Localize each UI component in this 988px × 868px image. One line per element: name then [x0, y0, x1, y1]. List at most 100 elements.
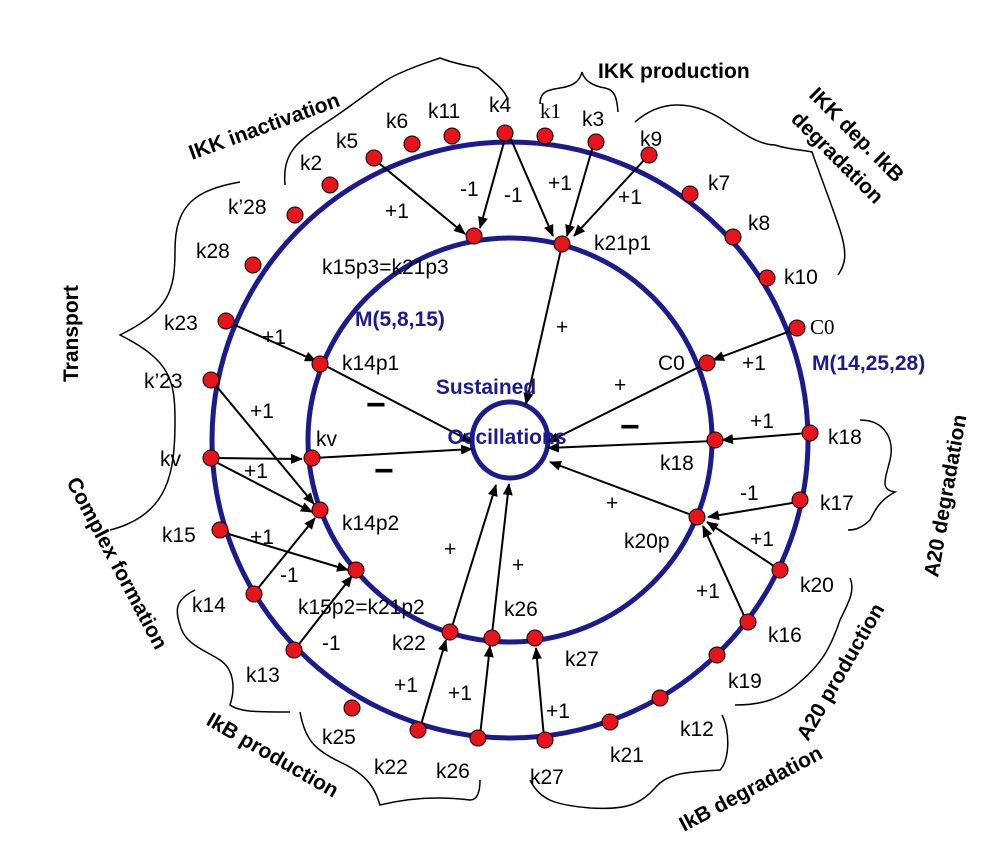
- arrow-k21p1-center: [523, 244, 563, 405]
- label-k14p2: k14p2: [342, 512, 399, 535]
- sign-k3: +1: [548, 172, 572, 195]
- sign-k23p: +1: [250, 400, 274, 423]
- label-k1: k1: [540, 99, 561, 123]
- label-k19: k19: [728, 670, 762, 693]
- brace-a20-degradation: [847, 419, 898, 531]
- node-k7: [681, 185, 699, 203]
- brace-ikb-production: [299, 711, 481, 806]
- node-k28: [244, 256, 262, 274]
- center-label-line1: Sustained: [436, 376, 536, 399]
- label-k8: k8: [748, 212, 770, 235]
- label-k6: k6: [386, 110, 408, 133]
- label-k27: k27: [530, 766, 564, 789]
- label-k3: k3: [582, 108, 604, 131]
- arrow-k23p-k14p2: [212, 381, 315, 505]
- sign-k18: +1: [750, 410, 774, 433]
- arrow-k9-k21p1: [573, 157, 647, 237]
- arrow-k27-k27inner: [531, 647, 545, 739]
- label-k5: k5: [336, 130, 358, 153]
- node-k18-outer: [801, 424, 819, 442]
- node-k16: [739, 613, 757, 631]
- node-k14p1: [311, 355, 329, 373]
- sign-k5: +1: [385, 200, 409, 223]
- module-outer-label: M(14,25,28): [812, 352, 925, 375]
- node-k21p1: [553, 235, 571, 253]
- inner-nodes: [303, 227, 724, 647]
- node-k12: [651, 689, 669, 707]
- sign-k23: +1: [262, 326, 286, 349]
- arrow-k4-k21p1: [509, 136, 554, 237]
- node-k6: [403, 135, 421, 153]
- sign-k9: +1: [618, 186, 642, 209]
- arrow-k26-center: [491, 483, 513, 635]
- label-kv-inner: kv: [316, 428, 338, 451]
- arrow-k18-center: [547, 440, 715, 453]
- arrow-k5-k15p3: [374, 159, 466, 235]
- sign-k4: -1: [460, 178, 479, 201]
- brace-ikk-inactivation: [283, 57, 509, 186]
- center-sign-k18: −: [620, 408, 640, 446]
- module-inner-label: M(5,8,15): [355, 308, 445, 331]
- arrow-kv-kvinner: [215, 453, 303, 464]
- label-k25: k25: [322, 726, 356, 749]
- node-k27-outer: [536, 731, 554, 749]
- node-k20: [771, 561, 789, 579]
- label-k22-inner: k22: [392, 632, 426, 655]
- node-k28p: [286, 206, 304, 224]
- sign-k22: +1: [394, 674, 418, 697]
- arrow-k20p-center: [549, 461, 698, 518]
- node-k20p: [688, 508, 706, 526]
- label-k16: k16: [768, 624, 802, 647]
- sign-k20: +1: [750, 528, 774, 551]
- label-k21p1: k21p1: [594, 232, 651, 255]
- label-k23p: k’23: [144, 370, 183, 393]
- arrow-k22outer-k22inner: [419, 639, 448, 729]
- node-k8: [724, 228, 742, 246]
- label-k15: k15: [162, 524, 196, 547]
- arrow-k3-k21p1: [565, 145, 594, 237]
- brace-ikk-dep-degradation: [634, 104, 846, 276]
- sign-k15: +1: [250, 526, 274, 549]
- arrow-k22-center: [450, 484, 498, 631]
- node-k26-outer: [469, 729, 487, 747]
- group-a20-degradation: A20 degradation: [920, 413, 971, 579]
- label-k28p: k’28: [228, 196, 267, 219]
- node-k5: [365, 149, 383, 167]
- node-k2: [321, 176, 339, 194]
- node-kv-inner: [303, 449, 321, 467]
- label-k7: k7: [708, 172, 730, 195]
- arrow-k26outer-k26inner: [479, 645, 494, 737]
- arrow-k14-k14p2: [254, 517, 316, 593]
- node-k15p2: [347, 561, 365, 579]
- label-k20: k20: [800, 574, 834, 597]
- center-sign-k21p1: +: [556, 316, 568, 339]
- group-braces: [109, 57, 898, 810]
- label-k21: k21: [610, 744, 644, 767]
- center-sign-c0: +: [614, 374, 626, 397]
- arrow-k14p1-center: [321, 363, 473, 443]
- node-k15: [211, 521, 229, 539]
- group-a20-production: A20 production: [792, 600, 889, 745]
- node-k25: [343, 699, 361, 717]
- arrows: [211, 134, 809, 739]
- brace-ikb-degradation: [529, 714, 729, 810]
- label-k14: k14: [192, 594, 226, 617]
- node-k3: [587, 133, 605, 151]
- node-k23p: [202, 371, 220, 389]
- label-k13: k13: [246, 664, 280, 687]
- group-ikb-production: IkB production: [203, 708, 343, 802]
- label-k20p: k20p: [624, 530, 670, 553]
- label-k17: k17: [820, 492, 854, 515]
- sign-k13: -1: [322, 632, 341, 655]
- center-sign-k22: +: [444, 538, 456, 561]
- node-kv-outer: [202, 449, 220, 467]
- node-k23: [217, 312, 235, 330]
- label-c0-outer: C0: [810, 315, 835, 339]
- center-sign-k20p: +: [606, 492, 618, 515]
- center-label-line2: Oscillations: [447, 426, 566, 449]
- arrow-k13-k15p2: [295, 575, 353, 649]
- sign-kv: +1: [244, 460, 268, 483]
- arrow-k23-k14p1: [227, 321, 317, 362]
